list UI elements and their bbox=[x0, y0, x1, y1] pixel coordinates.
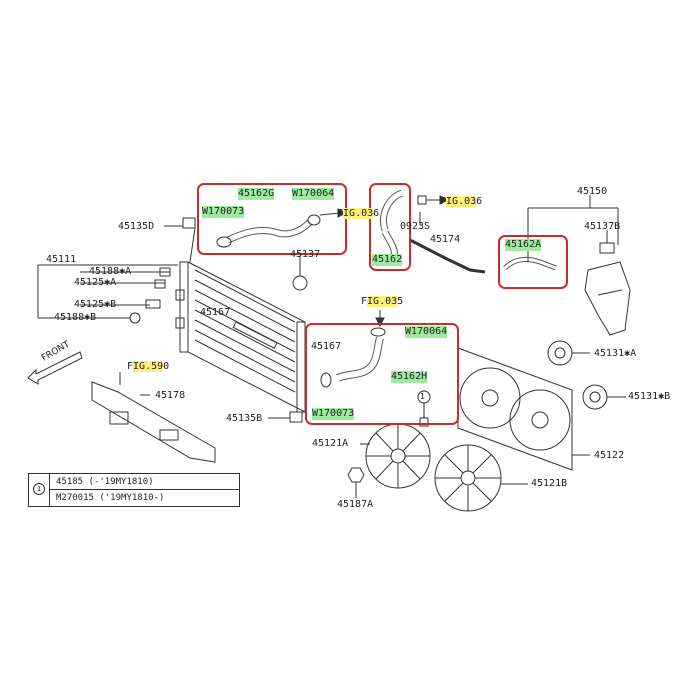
label-45122: 45122 bbox=[594, 450, 625, 461]
mount-45135b bbox=[289, 411, 303, 423]
reservoir-45150 bbox=[584, 261, 631, 336]
label-45125a: 45125✱A bbox=[74, 277, 117, 288]
mount-45135d bbox=[182, 217, 196, 229]
radiator bbox=[175, 261, 306, 413]
fan-shroud-45122 bbox=[457, 347, 573, 471]
part-45162h[interactable]: 45162H bbox=[391, 371, 428, 383]
label-45135d: 45135D bbox=[118, 221, 155, 232]
fan-motor-45131b bbox=[582, 384, 608, 410]
fan-45121a bbox=[365, 423, 431, 489]
part-45162a[interactable]: 45162A bbox=[505, 239, 542, 251]
label-45131b: 45131✱B bbox=[628, 391, 671, 402]
label-45178: 45178 bbox=[155, 390, 186, 401]
highlight-box-upper-hose bbox=[197, 183, 347, 255]
label-45131a: 45131✱A bbox=[594, 348, 637, 359]
label-45167-left: 45167 bbox=[200, 307, 231, 318]
label-45121a: 45121A bbox=[312, 438, 349, 449]
highlight-box-hose-45162 bbox=[369, 183, 411, 271]
plate-45178 bbox=[91, 381, 216, 463]
highlight-box-lower-hose bbox=[305, 323, 459, 425]
radiator-cap bbox=[292, 275, 308, 291]
label-45167-right: 45167 bbox=[311, 341, 342, 352]
label-circle-1: 1 bbox=[420, 392, 425, 401]
fan-45121b bbox=[434, 444, 502, 512]
label-45187a: 45187A bbox=[337, 499, 374, 510]
label-45188a: 45188✱A bbox=[89, 266, 132, 277]
fig-ref-590[interactable]: FIG.590 bbox=[127, 361, 170, 372]
front-arrow bbox=[27, 351, 83, 385]
part-45162[interactable]: 45162 bbox=[372, 254, 403, 266]
fig-ref-036-center[interactable]: FIG.036 bbox=[440, 196, 483, 207]
highlight-box-hose-45162a bbox=[498, 235, 568, 289]
legend-symbol: 1 bbox=[33, 483, 45, 495]
part-w170064-lower[interactable]: W170064 bbox=[405, 326, 448, 338]
legend-row-1: 45185 (-'19MY1810) bbox=[49, 474, 239, 490]
label-45188b: 45188✱B bbox=[54, 312, 97, 323]
label-45135b: 45135B bbox=[226, 413, 263, 424]
label-45137: 45137 bbox=[290, 249, 321, 260]
nut-45187a bbox=[347, 467, 365, 483]
fan-motor-45131a bbox=[547, 340, 573, 366]
label-45125b: 45125✱B bbox=[74, 299, 117, 310]
label-45137b: 45137B bbox=[584, 221, 621, 232]
part-w170073-upper[interactable]: W170073 bbox=[202, 206, 245, 218]
label-45150: 45150 bbox=[577, 186, 608, 197]
label-45111: 45111 bbox=[46, 254, 77, 265]
fig-ref-035[interactable]: FIG.035 bbox=[361, 296, 404, 307]
label-45121b: 45121B bbox=[531, 478, 568, 489]
part-w170064-upper[interactable]: W170064 bbox=[292, 188, 335, 200]
legend-table: 1 45185 (-'19MY1810) M270015 ('19MY1810-… bbox=[28, 473, 240, 507]
legend-row-2: M270015 ('19MY1810-) bbox=[49, 490, 239, 506]
label-0923s: 0923S bbox=[400, 221, 431, 232]
fig-ref-036-upper[interactable]: FIG.036 bbox=[337, 208, 380, 219]
part-w170073-lower[interactable]: W170073 bbox=[312, 408, 355, 420]
part-45162g[interactable]: 45162G bbox=[238, 188, 275, 200]
label-45174: 45174 bbox=[430, 234, 461, 245]
